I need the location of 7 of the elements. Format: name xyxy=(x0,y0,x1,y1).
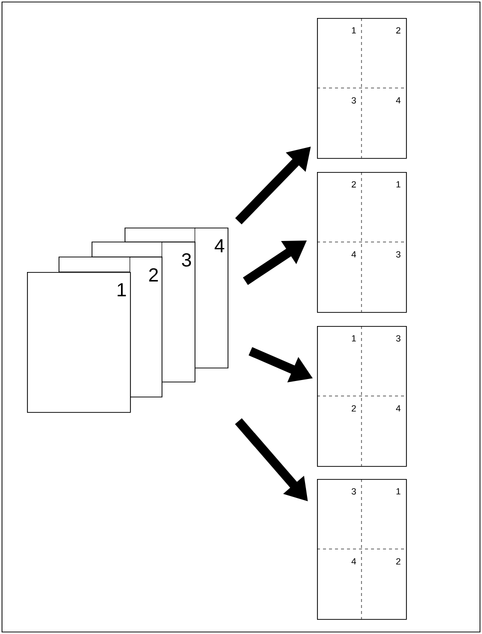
node-label: 3 xyxy=(182,253,191,267)
page-layout: 1 2 3 4 xyxy=(316,18,407,159)
page-layout: 1 3 2 4 xyxy=(316,326,407,467)
page-layout: 3 1 4 2 xyxy=(316,478,407,620)
node-label: 4 xyxy=(214,239,224,252)
page-layout: 2 1 4 3 xyxy=(316,172,407,313)
page-sheet: 4 xyxy=(194,228,228,368)
